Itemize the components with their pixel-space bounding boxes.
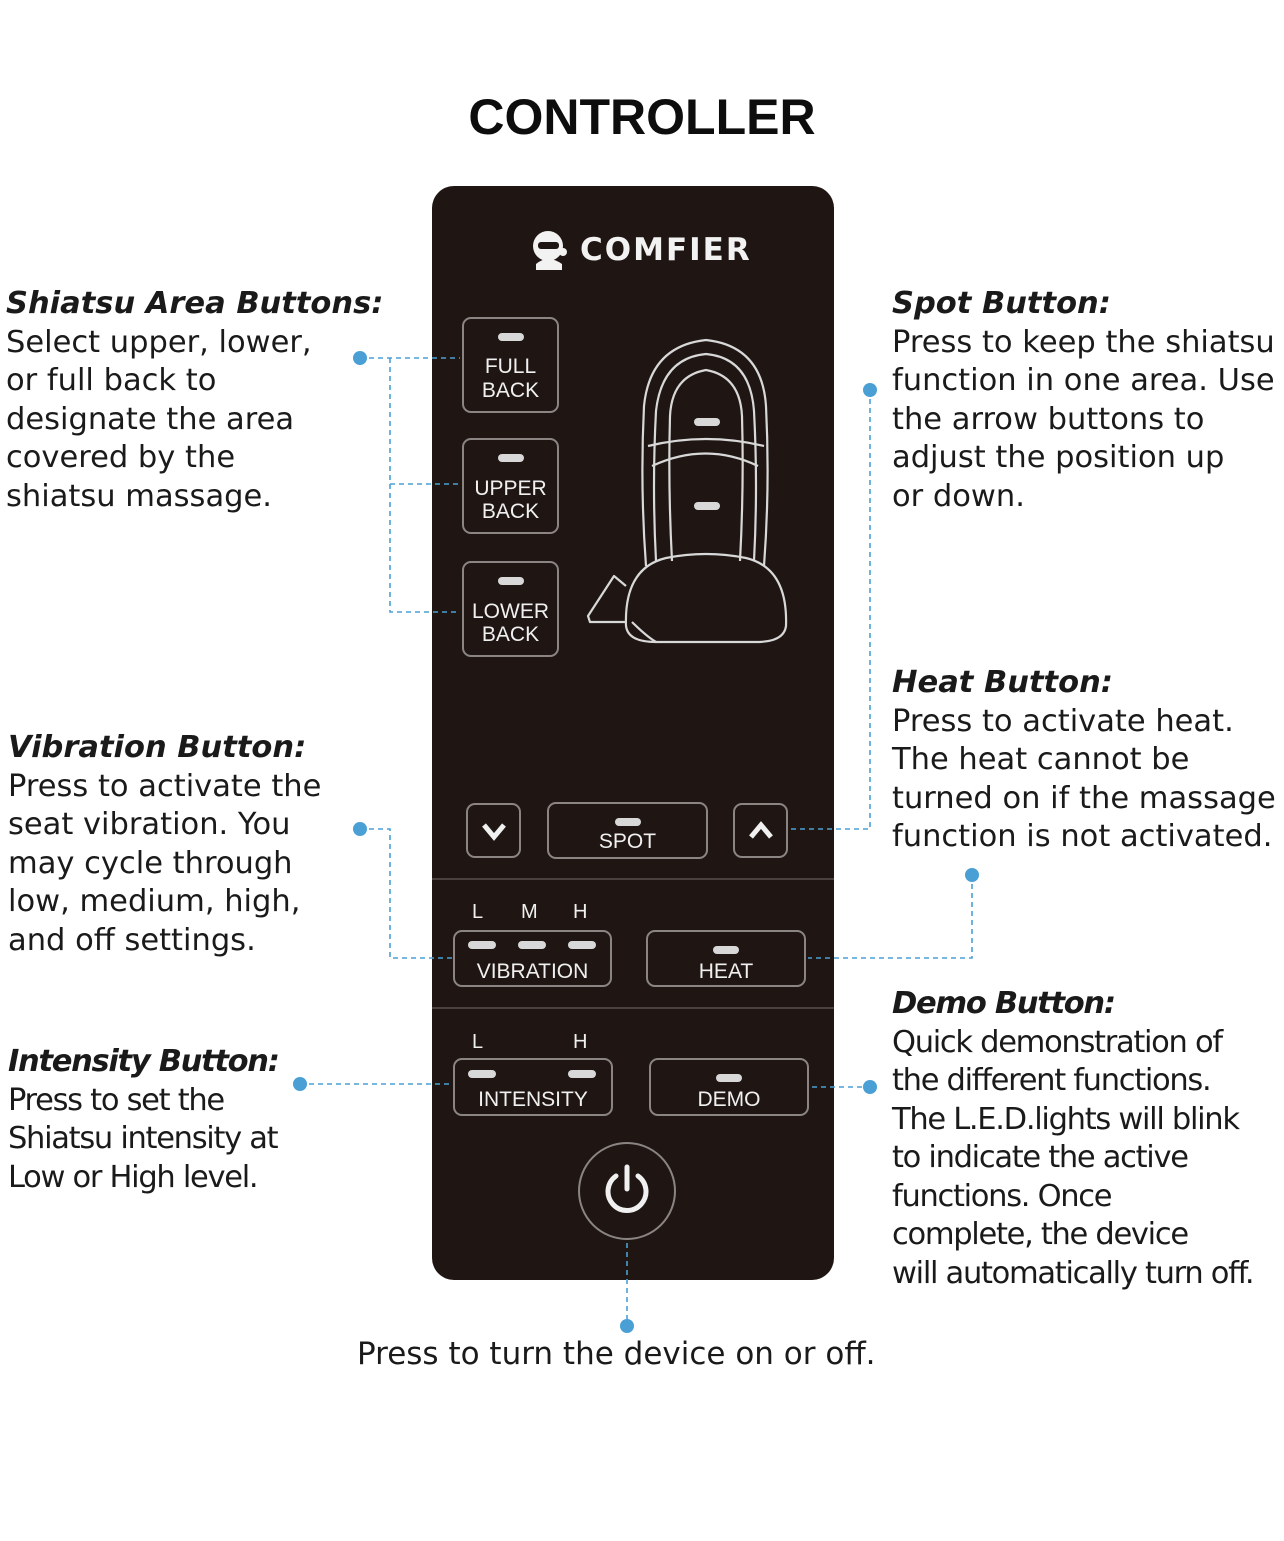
down-arrow-button[interactable] bbox=[466, 803, 521, 858]
leader-dot bbox=[293, 1077, 307, 1091]
vibration-level-medium-label: M bbox=[521, 901, 538, 923]
vibration-button[interactable]: VIBRATION bbox=[453, 930, 612, 987]
panel-divider bbox=[432, 878, 834, 880]
intensity-callout: Intensity Button: Press to set the Shiat… bbox=[8, 1043, 280, 1197]
intensity-level-low-label: L bbox=[472, 1031, 484, 1053]
chevron-down-icon bbox=[481, 822, 506, 841]
massage-seat-icon bbox=[586, 338, 788, 644]
led-indicator bbox=[497, 333, 524, 341]
demo-label: DEMO bbox=[697, 1088, 761, 1111]
brand-mascot-icon bbox=[533, 231, 567, 270]
full-back-label-line1: FULL bbox=[484, 355, 537, 378]
led-indicator bbox=[716, 1074, 742, 1082]
vibration-label: VIBRATION bbox=[476, 960, 589, 983]
intensity-button[interactable]: INTENSITY bbox=[453, 1058, 613, 1116]
leader-dot bbox=[965, 868, 979, 882]
leader-dot bbox=[353, 822, 367, 836]
full-back-button[interactable]: FULL BACK bbox=[462, 317, 559, 413]
vibration-level-low-label: L bbox=[472, 901, 484, 923]
brand-logo: COMFIER bbox=[530, 226, 752, 274]
leader-dot bbox=[863, 1080, 877, 1094]
led-indicator bbox=[497, 454, 524, 462]
intensity-low-led bbox=[468, 1070, 496, 1078]
heat-button[interactable]: HEAT bbox=[646, 930, 806, 987]
controller-panel bbox=[432, 186, 834, 1280]
vibration-low-led bbox=[468, 941, 496, 949]
demo-callout-heading: Demo Button: bbox=[892, 986, 1116, 1021]
leader-dot bbox=[863, 383, 877, 397]
diagram-title: CONTROLLER bbox=[468, 89, 816, 145]
vibration-high-led bbox=[568, 941, 596, 949]
intensity-callout-body: Press to set the Shiatsu intensity at Lo… bbox=[8, 1082, 279, 1195]
led-indicator bbox=[497, 577, 524, 585]
leader-dot bbox=[620, 1319, 634, 1333]
lower-back-button[interactable]: LOWER BACK bbox=[462, 561, 559, 657]
intensity-callout-heading: Intensity Button: bbox=[8, 1044, 280, 1079]
spot-callout: Spot Button: Press to keep the shiatsu f… bbox=[892, 285, 1275, 516]
demo-callout-body: Quick demonstration of the different fun… bbox=[892, 1024, 1255, 1291]
upper-back-button[interactable]: UPPER BACK bbox=[462, 438, 559, 534]
chevron-up-icon bbox=[748, 820, 773, 839]
lower-spot-led bbox=[694, 502, 720, 510]
shiatsu-callout-heading: Shiatsu Area Buttons: bbox=[6, 286, 384, 321]
heat-callout: Heat Button: Press to activate heat. The… bbox=[892, 664, 1276, 857]
intensity-high-led bbox=[568, 1070, 596, 1078]
shiatsu-callout: Shiatsu Area Buttons: Select upper, lowe… bbox=[6, 285, 383, 516]
lower-back-label-line2: BACK bbox=[481, 623, 540, 646]
demo-callout: Demo Button: Quick demonstration of the … bbox=[892, 985, 1255, 1293]
full-back-label-line2: BACK bbox=[481, 379, 540, 402]
upper-back-label-line1: UPPER bbox=[474, 477, 547, 500]
spot-label: SPOT bbox=[598, 830, 657, 853]
vibration-callout-body: Press to activate the seat vibration. Yo… bbox=[8, 768, 322, 958]
heat-callout-body: Press to activate heat. The heat cannot … bbox=[892, 703, 1276, 855]
intensity-label: INTENSITY bbox=[478, 1088, 588, 1111]
shiatsu-callout-body: Select upper, lower, or full back to des… bbox=[6, 324, 312, 514]
intensity-level-high-label: H bbox=[573, 1031, 588, 1053]
vibration-callout-heading: Vibration Button: bbox=[8, 730, 307, 765]
brand-name: COMFIER bbox=[580, 232, 752, 268]
power-button[interactable] bbox=[578, 1142, 676, 1240]
upper-spot-led bbox=[694, 418, 720, 426]
leader-dot bbox=[353, 351, 367, 365]
heat-callout-heading: Heat Button: bbox=[892, 665, 1113, 700]
vibration-callout: Vibration Button: Press to activate the … bbox=[8, 729, 321, 960]
led-indicator bbox=[614, 818, 641, 826]
demo-button[interactable]: DEMO bbox=[649, 1058, 809, 1116]
panel-divider bbox=[432, 1007, 834, 1009]
power-caption: Press to turn the device on or off. bbox=[357, 1336, 876, 1372]
upper-back-label-line2: BACK bbox=[481, 500, 540, 523]
led-indicator bbox=[713, 946, 739, 954]
spot-button[interactable]: SPOT bbox=[547, 802, 708, 859]
heat-label: HEAT bbox=[698, 960, 754, 983]
lower-back-label-line1: LOWER bbox=[471, 600, 549, 623]
power-icon bbox=[605, 1164, 649, 1213]
up-arrow-button[interactable] bbox=[733, 803, 788, 858]
spot-callout-heading: Spot Button: bbox=[892, 286, 1111, 321]
vibration-medium-led bbox=[518, 941, 546, 949]
spot-callout-body: Press to keep the shiatsu function in on… bbox=[892, 324, 1275, 514]
vibration-level-high-label: H bbox=[573, 901, 588, 923]
